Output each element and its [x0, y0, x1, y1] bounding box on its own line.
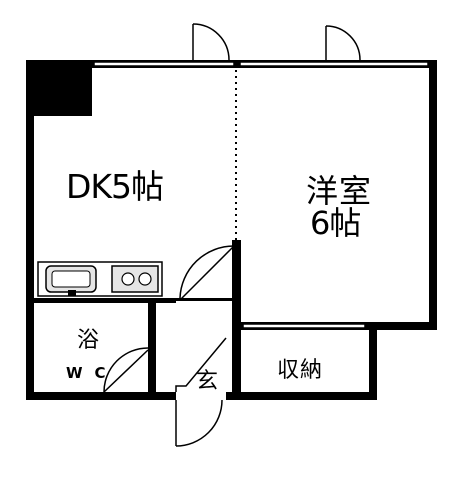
- sink-icon: [45, 265, 97, 296]
- interior-walls: [26, 240, 241, 400]
- western-room-label: 洋室: [306, 172, 373, 210]
- wall-entrance-right: [232, 322, 241, 400]
- dk-room-label: DK5帖: [66, 167, 164, 206]
- wall-bottom-right: [226, 392, 376, 400]
- wall-storage-right: [369, 322, 377, 400]
- wall-bath-top: [26, 298, 176, 303]
- entrance-step-line: [175, 337, 227, 392]
- kitchen-counter: [37, 261, 163, 297]
- column-block: [26, 60, 92, 116]
- entrance-label: 玄: [196, 369, 219, 394]
- wall-bath-right: [148, 298, 156, 400]
- western-room-size-label: 6帖: [310, 204, 361, 242]
- wall-bottom-left: [26, 392, 176, 400]
- wc-label: WC: [66, 364, 118, 382]
- stove-icon: [111, 265, 159, 293]
- wall-partition-vertical: [232, 240, 241, 328]
- door-swing-icon: [103, 23, 361, 447]
- wall-hall-top: [156, 298, 240, 301]
- wall-left: [26, 60, 34, 400]
- bath-label: 浴: [77, 328, 100, 353]
- wall-right: [429, 60, 437, 330]
- storage-label: 収納: [277, 358, 324, 383]
- window-icon: [93, 61, 429, 329]
